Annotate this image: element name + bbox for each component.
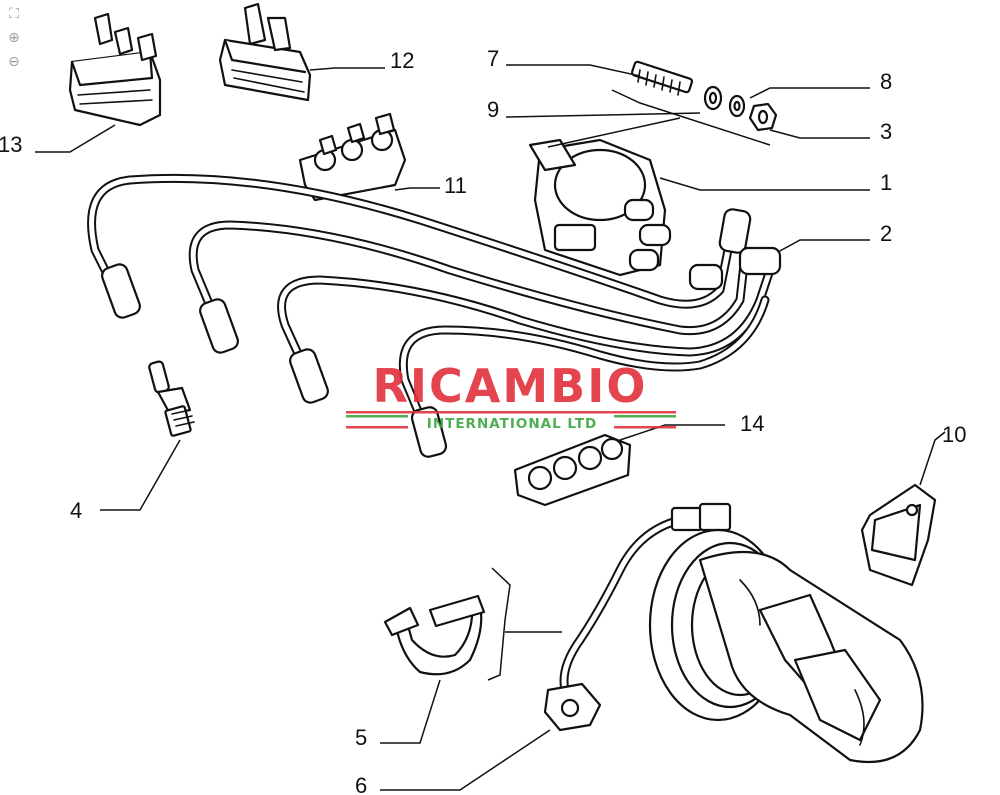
callout-9: 9 [487,97,499,122]
callout-10: 10 [942,422,966,447]
zoom-out-button[interactable]: ⊖ [4,52,24,72]
part-10-bracket[interactable] [860,483,937,587]
callout-7: 7 [487,46,499,71]
callout-leaders [35,64,946,791]
callout-4: 4 [70,498,82,523]
part-12-cable-holder[interactable] [218,2,312,102]
callout-11: 11 [444,173,467,198]
watermark-brand: RICAMBIO [373,359,648,413]
zoom-out-icon: ⊖ [8,54,20,70]
part-2-ignition-leads[interactable] [87,173,782,458]
callout-6: 6 [355,773,367,795]
watermark-subtitle: INTERNATIONAL LTD [427,416,597,432]
fullscreen-icon: ⛶ [9,6,19,22]
fit-screen-button[interactable]: ⛶ [4,4,24,24]
watermark-logo: RICAMBIO INTERNATIONAL LTD [346,359,676,432]
part-6-sensor[interactable] [543,502,732,732]
part-5-clip[interactable] [383,594,486,676]
callout-13: 13 [0,132,22,157]
part-11-cable-separator[interactable] [298,112,407,202]
callout-2: 2 [880,221,892,246]
part-14-cable-separator[interactable] [513,433,632,507]
part-13-cable-holder[interactable] [68,12,162,127]
zoom-in-button[interactable]: ⊕ [4,28,24,48]
part-1-distributor[interactable] [528,138,672,277]
crankshaft-pulley [648,528,924,764]
callout-numbers: 1 2 3 4 5 6 7 8 9 10 11 12 13 14 [0,46,966,795]
callout-3: 3 [880,119,892,144]
part-7-stud[interactable] [630,60,694,96]
part-3-nut[interactable] [748,102,778,132]
callout-5: 5 [355,725,367,750]
part-9-washer[interactable] [703,85,723,111]
callout-14: 14 [740,411,764,436]
part-4-spark-plug[interactable] [148,360,195,437]
zoom-in-icon: ⊕ [8,30,20,46]
callout-12: 12 [390,48,414,73]
callout-8: 8 [880,69,892,94]
part-8-spring-washer[interactable] [728,94,746,118]
callout-1: 1 [880,170,892,195]
